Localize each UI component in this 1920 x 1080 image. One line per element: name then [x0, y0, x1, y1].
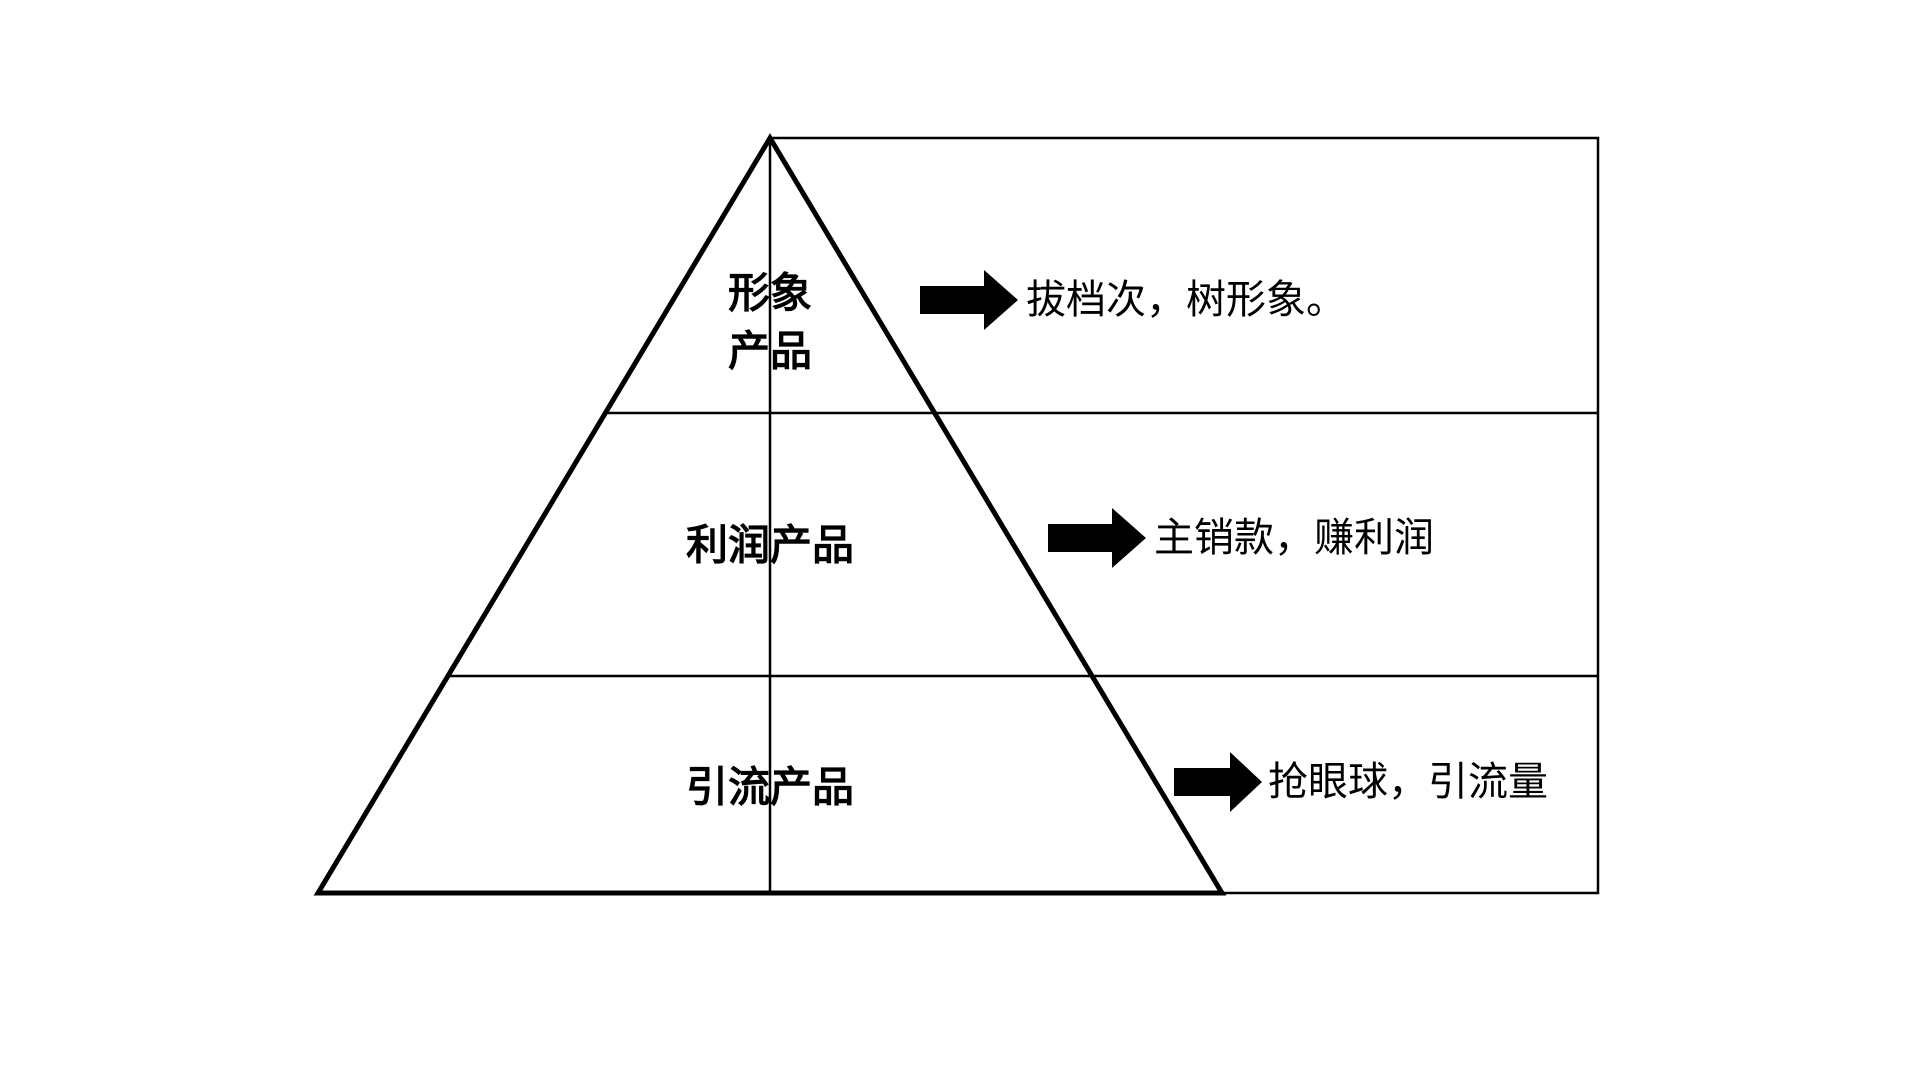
tier-profit-product[interactable]: 利润产品 主销款，赚利润	[686, 515, 1434, 570]
tier-description-traffic-product: 抢眼球，引流量	[1268, 759, 1548, 805]
tier-label-image-product-line1: 形象	[728, 269, 812, 318]
arrow-icons-group	[920, 270, 1262, 812]
tier-traffic-product[interactable]: 引流产品 抢眼球，引流量	[686, 759, 1548, 812]
right-arrow-icon	[1048, 508, 1146, 568]
tier-image-product[interactable]: 形象 产品 拔档次，树形象。	[728, 269, 1346, 376]
tier-label-image-product-line2: 产品	[728, 327, 812, 376]
tier-description-image-product: 拔档次，树形象。	[1026, 277, 1346, 323]
tier-label-traffic-product: 引流产品	[686, 763, 854, 812]
right-arrow-icon	[920, 270, 1018, 330]
right-arrow-icon	[1174, 752, 1262, 812]
tier-description-profit-product: 主销款，赚利润	[1154, 515, 1434, 561]
pyramid-shape	[313, 133, 1227, 896]
pyramid-dividers	[448, 411, 770, 678]
pyramid-triangle-outline	[313, 133, 1227, 896]
tier-label-profit-product: 利润产品	[686, 521, 854, 570]
